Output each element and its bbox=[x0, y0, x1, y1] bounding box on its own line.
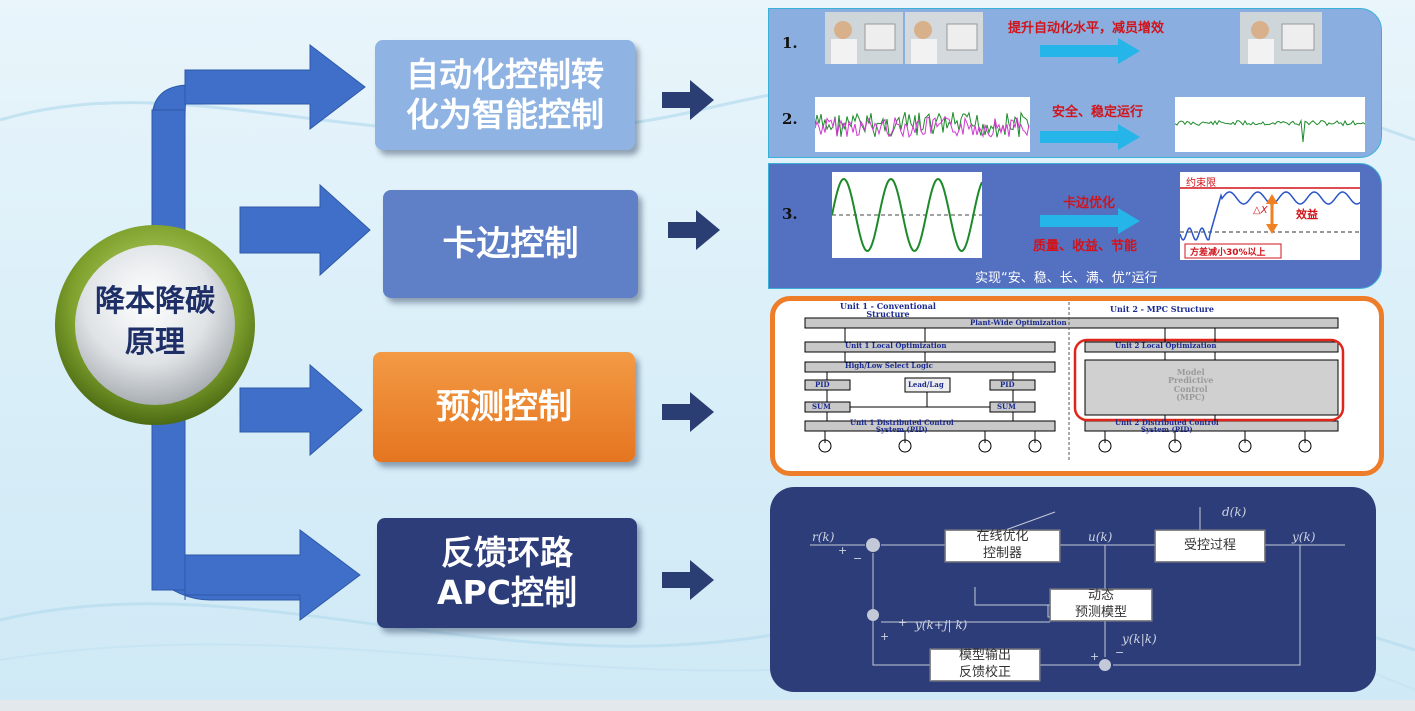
panel2-footer: 实现“安、稳、长、满、优”运行 bbox=[975, 271, 1158, 286]
automation-caption: 提升自动化水平，减员增效 bbox=[1008, 21, 1165, 36]
unit1-dcs-label: Unit 1 Distributed Control System (PID) bbox=[850, 418, 954, 434]
mpc-structure-diagram bbox=[804, 302, 1345, 460]
method-predictive-control[interactable]: 预测控制 bbox=[373, 352, 635, 462]
unit2-local-label: Unit 2 Local Optimization bbox=[1115, 341, 1217, 350]
method-edge-control[interactable]: 卡边控制 bbox=[383, 190, 638, 298]
method-feedback-apc[interactable]: 反馈环路 APC控制 bbox=[377, 518, 637, 628]
edge-caption-top: 卡边优化 bbox=[1063, 196, 1116, 211]
plus-sign: + bbox=[898, 616, 908, 629]
plant-wide-label: Plant-Wide Optimization bbox=[970, 318, 1067, 327]
signal-y-pred: y(k+j| k) bbox=[915, 618, 968, 632]
right-arrow-icon bbox=[668, 210, 720, 250]
optimized-chart bbox=[1180, 172, 1360, 260]
benefit-label: 效益 bbox=[1296, 208, 1318, 221]
row-number: 1. bbox=[782, 34, 798, 52]
stable-trend-chart bbox=[1175, 97, 1365, 152]
right-arrow-icon bbox=[662, 80, 714, 120]
controller-block: 在线优化 控制器 bbox=[945, 529, 1060, 562]
unit2-dcs-label: Unit 2 Distributed Control System (PID) bbox=[1115, 418, 1219, 434]
plus-sign: + bbox=[1090, 650, 1100, 663]
signal-y: y(k) bbox=[1292, 530, 1316, 544]
plus-sign: + bbox=[880, 630, 890, 643]
limit-label: 约束限 bbox=[1186, 178, 1216, 189]
signal-d: d(k) bbox=[1222, 505, 1247, 519]
cyan-arrow-icon bbox=[1040, 38, 1140, 64]
branch-arrows bbox=[151, 43, 371, 621]
stable-caption: 安全、稳定运行 bbox=[1052, 105, 1144, 120]
edge-caption-bottom: 质量、收益、节能 bbox=[1033, 239, 1138, 254]
sum-label: SUM bbox=[997, 402, 1016, 411]
right-arrow-icon bbox=[662, 392, 714, 432]
cyan-arrow-icon bbox=[1040, 124, 1140, 150]
cyan-arrow-icon bbox=[1040, 208, 1140, 234]
arrow-head bbox=[239, 363, 363, 457]
delta-label: △X bbox=[1253, 205, 1268, 216]
arrow-head bbox=[184, 529, 361, 621]
plus-sign: + bbox=[838, 544, 848, 557]
minus-sign: − bbox=[1115, 646, 1125, 659]
row-number: 2. bbox=[782, 110, 798, 128]
unit2-title: Unit 2 - MPC Structure bbox=[1110, 304, 1214, 314]
variance-label: 方差减小30%以上 bbox=[1190, 248, 1266, 258]
operator-photo-icon bbox=[1240, 12, 1322, 64]
process-block: 受控过程 bbox=[1155, 530, 1265, 562]
oscillation-chart bbox=[832, 172, 982, 258]
center-label: 降本降碳 原理 bbox=[95, 284, 215, 360]
signal-u: u(k) bbox=[1088, 530, 1113, 544]
model-block: 动态 预测模型 bbox=[1050, 588, 1152, 621]
unstable-trend-chart bbox=[815, 97, 1030, 152]
arrow-head bbox=[184, 43, 366, 131]
unit1-title: Unit 1 - Conventional Structure bbox=[840, 301, 936, 319]
correction-block: 模型输出 反馈校正 bbox=[930, 648, 1040, 681]
method-intelligent-control[interactable]: 自动化控制转 化为智能控制 bbox=[375, 40, 635, 150]
sum-label: SUM bbox=[812, 402, 831, 411]
lead-lag-label: Lead/Lag bbox=[908, 380, 944, 389]
arrow-head bbox=[239, 183, 371, 277]
signal-r: r(k) bbox=[812, 530, 835, 544]
center-ring bbox=[55, 225, 255, 425]
right-arrow-icon bbox=[662, 560, 714, 600]
minus-sign: − bbox=[853, 552, 863, 565]
pid-label: PID bbox=[815, 380, 830, 389]
select-logic-label: High/Low Select Logic bbox=[845, 361, 933, 370]
operators-photo-icon bbox=[825, 12, 983, 64]
row-number: 3. bbox=[782, 205, 798, 223]
signal-y-est: y(k|k) bbox=[1122, 632, 1157, 646]
unit1-local-label: Unit 1 Local Optimization bbox=[845, 341, 947, 350]
pid-label: PID bbox=[1000, 380, 1015, 389]
mpc-label: Model Predictive Control (MPC) bbox=[1168, 367, 1214, 403]
